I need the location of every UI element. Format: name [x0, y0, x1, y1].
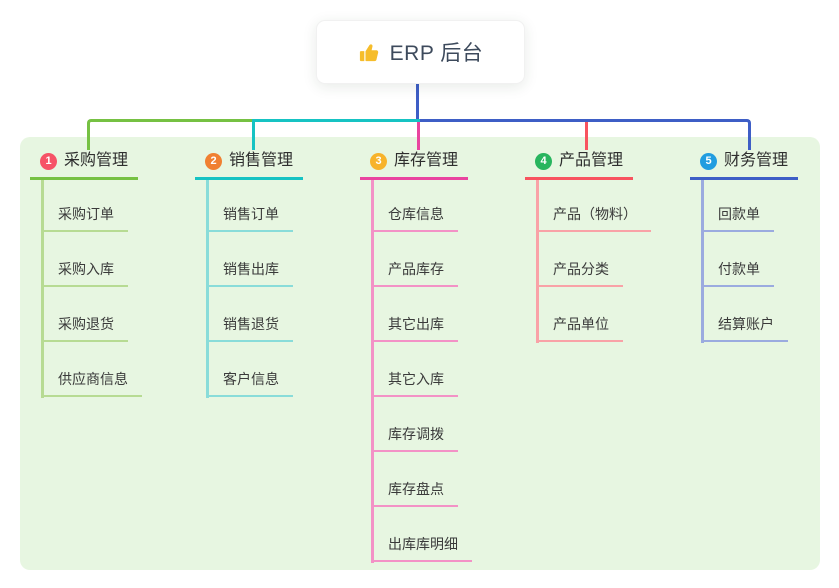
branch-spine-line — [701, 177, 704, 343]
bus-segment-left — [87, 119, 252, 150]
branch-title-label: 销售管理 — [229, 152, 294, 169]
branch-node-5[interactable]: 5 财务管理 — [690, 148, 799, 180]
branch-node-4[interactable]: 4 产品管理 — [525, 148, 634, 180]
branch-title-label: 库存管理 — [394, 152, 459, 169]
thumbs-up-icon — [358, 41, 381, 64]
branch-node-1[interactable]: 1 采购管理 — [30, 148, 139, 180]
child-node[interactable]: 库存调拨 — [371, 424, 458, 452]
child-node[interactable]: 供应商信息 — [41, 369, 142, 397]
child-node[interactable]: 产品单位 — [536, 314, 623, 342]
child-node[interactable]: 产品（物料） — [536, 204, 651, 232]
branch-drop-line — [585, 121, 588, 150]
bus-segment-middle — [252, 119, 420, 122]
child-node[interactable]: 销售订单 — [206, 204, 293, 232]
child-node[interactable]: 产品分类 — [536, 259, 623, 287]
child-node[interactable]: 出库库明细 — [371, 534, 472, 562]
root-node[interactable]: ERP 后台 — [316, 20, 525, 84]
branch-title-label: 采购管理 — [64, 152, 129, 169]
child-node[interactable]: 销售退货 — [206, 314, 293, 342]
child-node[interactable]: 采购退货 — [41, 314, 128, 342]
bus-segment-right — [420, 119, 751, 150]
branch-spine-line — [206, 177, 209, 398]
root-connector-line — [416, 82, 419, 122]
child-node[interactable]: 销售出库 — [206, 259, 293, 287]
branch-drop-line — [417, 121, 420, 150]
branch-node-3[interactable]: 3 库存管理 — [360, 148, 469, 180]
branch-number-badge: 4 — [535, 152, 552, 170]
branch-number-badge: 2 — [205, 152, 222, 170]
branch-number-badge: 1 — [40, 152, 57, 170]
branch-title-label: 财务管理 — [724, 152, 789, 169]
branch-spine-line — [41, 177, 44, 398]
root-node-label: ERP 后台 — [389, 42, 484, 65]
branch-number-badge: 5 — [700, 152, 717, 170]
branch-spine-line — [371, 177, 374, 563]
child-node[interactable]: 客户信息 — [206, 369, 293, 397]
branch-node-2[interactable]: 2 销售管理 — [195, 148, 304, 180]
branch-spine-line — [536, 177, 539, 343]
branches-panel — [20, 137, 820, 570]
child-node[interactable]: 付款单 — [701, 259, 774, 287]
child-node[interactable]: 仓库信息 — [371, 204, 458, 232]
child-node[interactable]: 结算账户 — [701, 314, 788, 342]
branch-number-badge: 3 — [370, 152, 387, 170]
child-node[interactable]: 回款单 — [701, 204, 774, 232]
branch-title-label: 产品管理 — [559, 152, 624, 169]
child-node[interactable]: 采购入库 — [41, 259, 128, 287]
branch-drop-line — [252, 121, 255, 150]
child-node[interactable]: 采购订单 — [41, 204, 128, 232]
child-node[interactable]: 其它出库 — [371, 314, 458, 342]
child-node[interactable]: 其它入库 — [371, 369, 458, 397]
child-node[interactable]: 库存盘点 — [371, 479, 458, 507]
child-node[interactable]: 产品库存 — [371, 259, 458, 287]
